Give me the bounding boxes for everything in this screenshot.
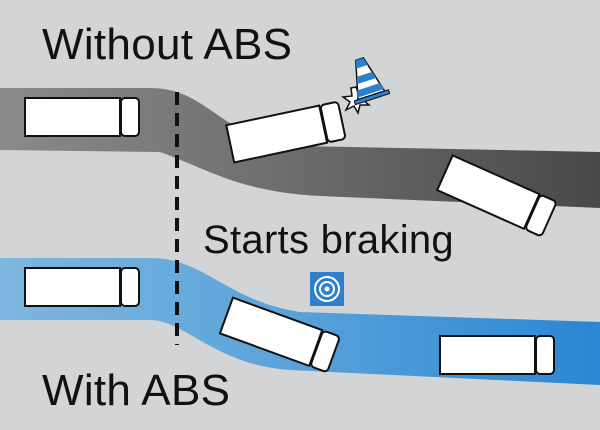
truck-without-abs-1 — [24, 97, 140, 137]
truck-with-abs-1 — [24, 267, 140, 307]
truck-without-abs-3 — [435, 154, 557, 237]
traffic-cone-icon — [353, 57, 391, 106]
label-starts-braking: Starts braking — [203, 218, 454, 262]
label-without-abs: Without ABS — [42, 20, 293, 69]
target-marker-icon — [310, 272, 344, 306]
truck-with-abs-3 — [439, 335, 555, 375]
label-with-abs: With ABS — [42, 366, 231, 415]
truck-without-abs-2 — [225, 101, 346, 164]
truck-with-abs-2 — [218, 296, 340, 373]
